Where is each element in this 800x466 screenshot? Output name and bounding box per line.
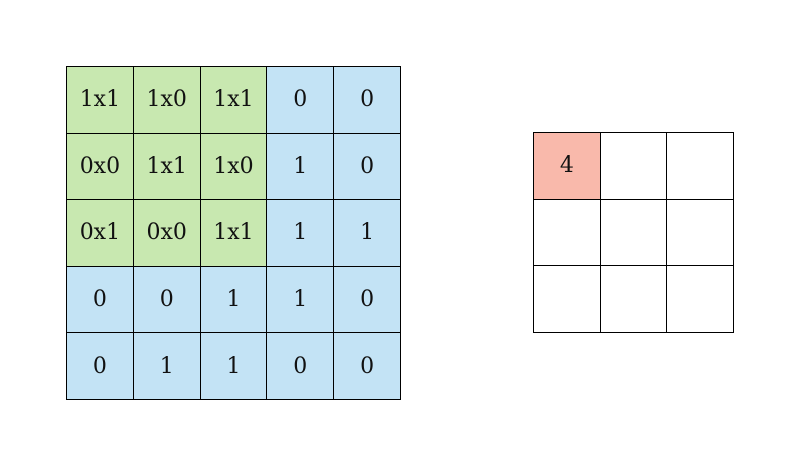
output-cell-r3-c1 xyxy=(534,266,601,333)
input-cell-r1-c1: 1x1 xyxy=(67,67,134,134)
input-cell-r1-c2: 1x0 xyxy=(133,67,201,134)
input-cell-r5-c4: 0 xyxy=(267,333,335,400)
input-cell-r5-c3: 1 xyxy=(200,333,268,400)
output-cell-r1-c3 xyxy=(667,133,734,200)
input-cell-r5-c5: 0 xyxy=(334,333,401,400)
output-cell-r2-c3 xyxy=(667,199,734,267)
output-cell-r1-c1: 4 xyxy=(534,133,601,200)
input-cell-r2-c1: 0x0 xyxy=(67,133,134,201)
input-cell-r4-c2: 0 xyxy=(133,266,201,334)
input-cell-r1-c4: 0 xyxy=(267,67,335,134)
input-cell-r4-c4: 1 xyxy=(267,266,335,334)
output-cell-r2-c2 xyxy=(600,199,668,267)
input-cell-r2-c5: 0 xyxy=(334,133,401,201)
input-cell-r4-c3: 1 xyxy=(200,266,268,334)
input-cell-r1-c5: 0 xyxy=(334,67,401,134)
input-cell-r4-c5: 0 xyxy=(334,266,401,334)
input-cell-r3-c5: 1 xyxy=(334,200,401,267)
input-cell-r2-c2: 1x1 xyxy=(133,133,201,201)
input-cell-r3-c3: 1x1 xyxy=(200,200,268,267)
output-cell-r2-c1 xyxy=(534,199,601,267)
input-cell-r1-c3: 1x1 xyxy=(200,67,268,134)
output-cell-r3-c2 xyxy=(600,266,668,333)
input-cell-r3-c4: 1 xyxy=(267,200,335,267)
input-cell-r5-c2: 1 xyxy=(133,333,201,400)
output-feature-map: 4 xyxy=(533,132,734,333)
input-cell-r3-c2: 0x0 xyxy=(133,200,201,267)
input-cell-r2-c3: 1x0 xyxy=(200,133,268,201)
output-cell-r1-c2 xyxy=(600,133,668,200)
input-cell-r2-c4: 1 xyxy=(267,133,335,201)
input-cell-r5-c1: 0 xyxy=(67,333,134,400)
input-cell-r3-c1: 0x1 xyxy=(67,200,134,267)
input-cell-r4-c1: 0 xyxy=(67,266,134,334)
output-cell-r3-c3 xyxy=(667,266,734,333)
